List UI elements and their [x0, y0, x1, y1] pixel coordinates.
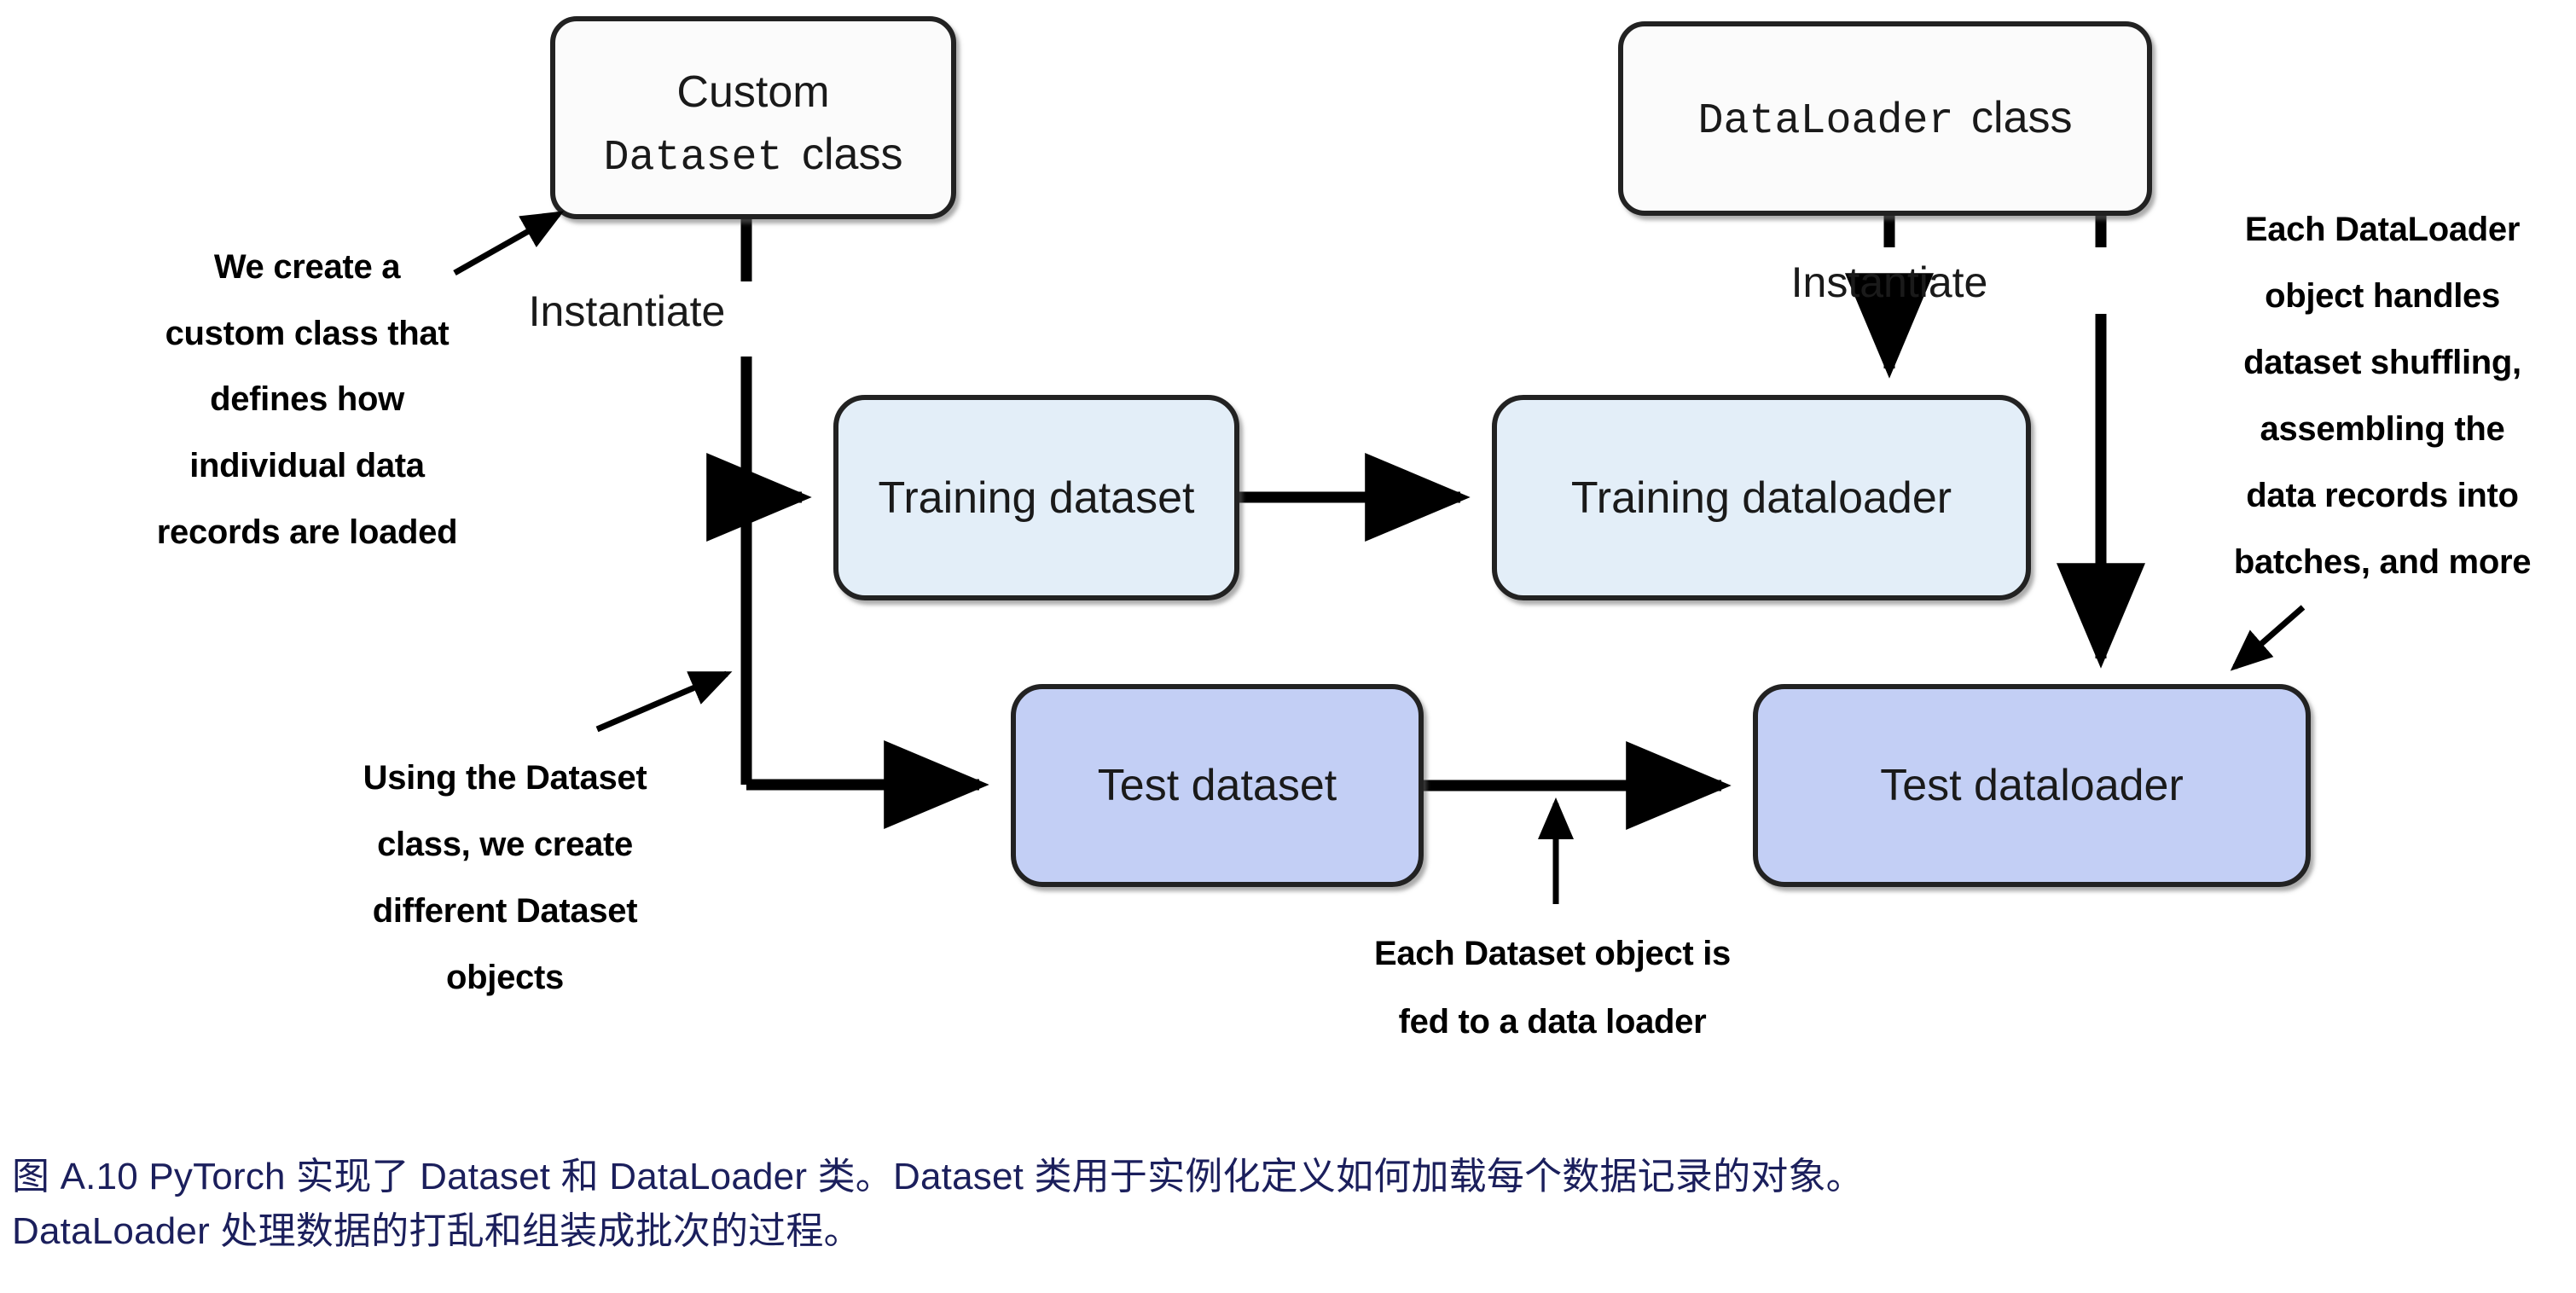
dataloader-class-box[interactable]: DataLoader class — [1618, 21, 2152, 216]
test-dataloader-box[interactable]: Test dataloader — [1753, 684, 2311, 887]
custom-dataset-class-sans: class — [802, 130, 902, 179]
custom-dataset-class-box[interactable]: Custom Dataset class — [550, 16, 956, 219]
test-dataset-box[interactable]: Test dataset — [1011, 684, 1424, 887]
annotation-arrow-we-create — [453, 211, 565, 276]
annotation-using-dataset-line-0: Using the Dataset — [363, 759, 647, 797]
annotation-each-dataset-object-line-1: fed to a data loader — [1399, 1003, 1707, 1041]
annotation-each-dataloader-line-1: object handles — [2265, 277, 2500, 315]
annotation-each-dataloader: Each DataLoader object handles dataset s… — [2234, 211, 2532, 581]
annotation-each-dataloader-line-0: Each DataLoader — [2245, 211, 2520, 248]
annotation-each-dataset-object-line-0: Each Dataset object is — [1374, 935, 1731, 972]
custom-dataset-class-line2: Dataset class — [604, 130, 903, 183]
training-dataset-box[interactable]: Training dataset — [833, 395, 1239, 600]
training-dataloader-box[interactable]: Training dataloader — [1492, 395, 2031, 600]
annotation-we-create-line-0: We create a — [214, 248, 401, 286]
dataloader-class-mono: DataLoader — [1698, 97, 1954, 146]
dataloader-class-label: DataLoader class — [1698, 93, 2073, 146]
annotation-we-create-line-2: defines how — [210, 380, 405, 418]
annotation-using-dataset: Using the Dataset class, we create diffe… — [363, 759, 647, 996]
annotation-using-dataset-line-2: different Dataset — [373, 892, 638, 930]
dataloader-class-sans: class — [1971, 93, 2072, 142]
instantiate-label-right: Instantiate — [1791, 258, 1988, 306]
custom-dataset-class-line1: Custom — [676, 67, 829, 117]
annotation-each-dataloader-line-4: data records into — [2246, 477, 2518, 514]
annotation-arrow-each-dataloader — [2230, 605, 2306, 671]
annotation-each-dataloader-line-2: dataset shuffling, — [2243, 344, 2521, 381]
annotation-each-dataloader-line-3: assembling the — [2260, 410, 2505, 448]
annotation-we-create-line-3: individual data — [189, 447, 426, 484]
figure-caption-line-2: DataLoader 处理数据的打乱和组装成批次的过程。 — [12, 1209, 862, 1252]
test-dataloader-label: Test dataloader — [1880, 761, 2184, 810]
test-dataset-label: Test dataset — [1098, 761, 1337, 810]
annotation-we-create-line-1: custom class that — [165, 315, 450, 352]
training-dataloader-label: Training dataloader — [1571, 473, 1952, 523]
figure-caption: 图 A.10 PyTorch 实现了 Dataset 和 DataLoader … — [12, 1150, 2562, 1259]
annotation-arrow-using-dataset — [595, 670, 733, 733]
figure-caption-line-1: 图 A.10 PyTorch 实现了 Dataset 和 DataLoader … — [12, 1156, 1864, 1197]
annotation-each-dataloader-line-5: batches, and more — [2234, 543, 2531, 581]
instantiate-label-left: Instantiate — [529, 287, 726, 335]
custom-dataset-class-mono: Dataset — [604, 134, 783, 183]
annotation-we-create: We create a custom class that defines ho… — [157, 248, 458, 551]
annotation-each-dataset-object: Each Dataset object is fed to a data loa… — [1374, 935, 1731, 1041]
annotation-using-dataset-line-3: objects — [446, 959, 564, 996]
dataset-dataloader-diagram: Custom Dataset class DataLoader class Tr… — [157, 16, 2532, 1041]
training-dataset-label: Training dataset — [879, 473, 1196, 523]
annotation-using-dataset-line-1: class, we create — [377, 826, 633, 863]
annotation-we-create-line-4: records are loaded — [157, 513, 458, 551]
